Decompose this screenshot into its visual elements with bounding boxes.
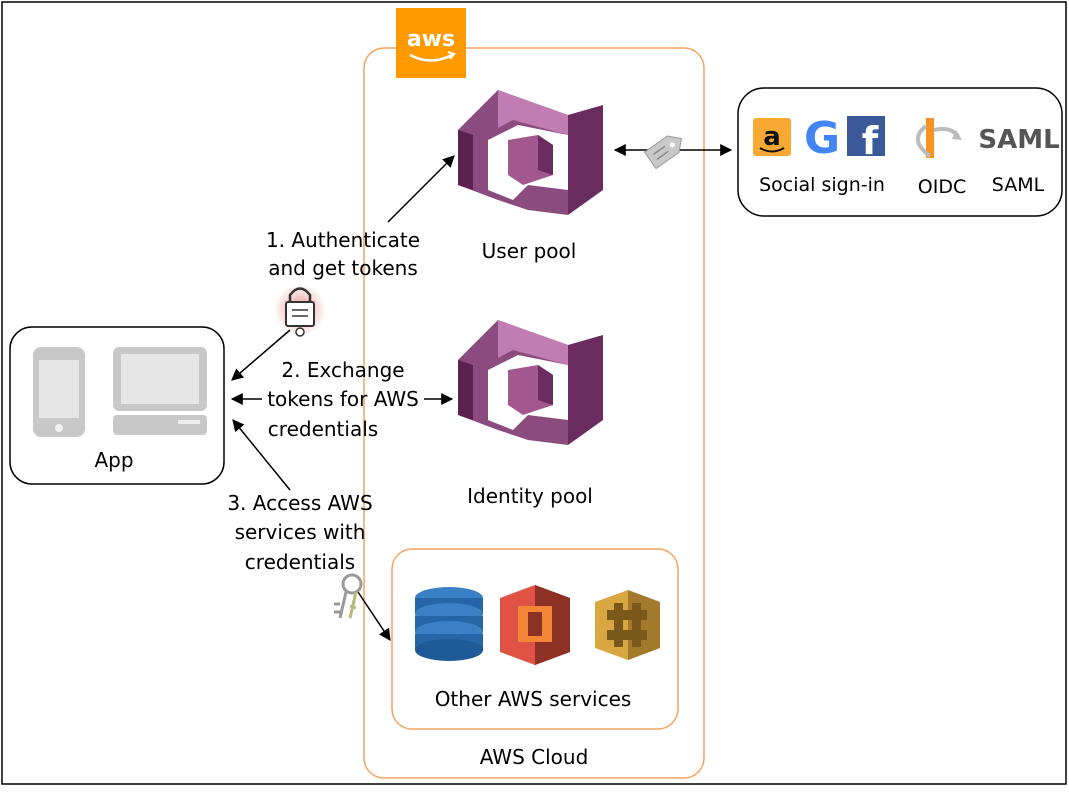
app-label: App [94, 448, 133, 472]
social-signin-label: Social sign-in [759, 174, 885, 196]
aws-cloud-label: AWS Cloud [480, 745, 589, 769]
identity-pool-label: Identity pool [467, 484, 593, 508]
token-tag-icon [643, 135, 682, 170]
saml-label: SAML [992, 174, 1045, 196]
other-services-label: Other AWS services [435, 687, 632, 711]
cognito-user-pool-icon [458, 90, 603, 215]
other-services-box: Other AWS services [391, 548, 679, 730]
user-pool-label: User pool [482, 239, 577, 263]
openid-icon [916, 118, 962, 158]
laptop-icon [113, 347, 207, 435]
saml-icon: SAML [978, 125, 1059, 155]
step3-line3: credentials [245, 550, 355, 574]
s3-icon [500, 585, 570, 665]
facebook-letter: f [862, 119, 879, 163]
step1-line1: 1. Authenticate [266, 228, 420, 252]
step1-arrow-to-app [231, 329, 291, 381]
cognito-identity-pool-icon [458, 320, 603, 445]
step3-arrow-to-services [357, 591, 391, 641]
oidc-label: OIDC [918, 176, 966, 198]
step1-text: 1. Authenticate and get tokens [266, 228, 420, 280]
step2-line2: tokens for AWS [267, 387, 419, 411]
app-box: App [9, 326, 225, 485]
aws-logo-icon: aws [396, 8, 466, 78]
google-icon: G [804, 113, 840, 164]
aws-cloud-border [363, 47, 705, 779]
step3-line2: services with [235, 520, 366, 544]
keys-icon [334, 573, 363, 619]
step2-line3: credentials [268, 417, 378, 441]
step2-text: 2. Exchange tokens for AWS credentials [267, 358, 419, 441]
facebook-icon: f [847, 116, 885, 163]
aws-cloud-group: aws AWS Cloud [363, 8, 705, 779]
identity-providers-box: a G f SAML Social sign-in OIDC SAML [737, 87, 1063, 217]
amazon-icon: a [753, 118, 791, 156]
padlock-icon [274, 284, 326, 337]
step2-line1: 2. Exchange [281, 358, 404, 382]
amazon-letter: a [763, 122, 781, 152]
dynamodb-icon [415, 587, 483, 661]
appsync-icon [595, 590, 660, 660]
saml-logo-text: SAML [978, 125, 1059, 155]
step3-text: 3. Access AWS services with credentials [227, 491, 372, 574]
step3-arrow-to-app [232, 419, 291, 491]
aws-logo-text: aws [407, 27, 455, 52]
step1-arrow-to-user-pool [387, 155, 455, 223]
google-letter: G [804, 113, 840, 164]
step3-line1: 3. Access AWS [227, 491, 372, 515]
step1-line2: and get tokens [268, 256, 418, 280]
phone-icon [33, 347, 85, 437]
